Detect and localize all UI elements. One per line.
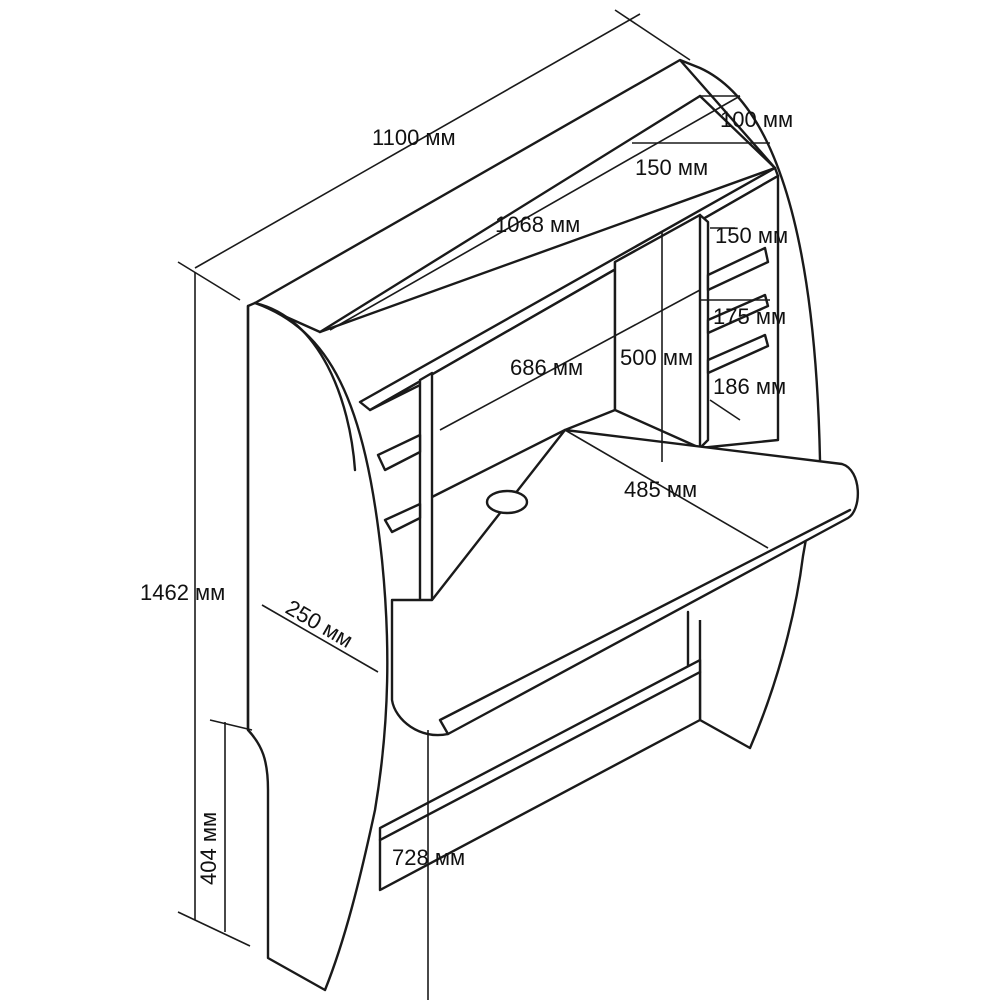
right-shelf-3	[706, 333, 770, 375]
label-base-height: 404 мм	[196, 812, 221, 885]
dimension-labels: 1100 мм 100 мм 150 мм 1068 мм 150 мм 175…	[140, 107, 793, 885]
label-upper-span: 686 мм	[510, 355, 583, 380]
left-cubby-shelf-2	[383, 502, 422, 534]
label-top-shelf-depth: 100 мм	[720, 107, 793, 132]
right-shelf-2	[706, 293, 770, 335]
left-cubby-shelf-1	[376, 433, 422, 472]
label-inner-width: 1068 мм	[495, 212, 580, 237]
right-shelf-1	[706, 246, 770, 292]
label-side-shelf-3: 186 мм	[713, 374, 786, 399]
lower-support-panel	[378, 658, 702, 892]
desk-structure	[246, 58, 860, 992]
label-overall-height: 1462 мм	[140, 580, 225, 605]
cable-hole	[485, 489, 529, 515]
dimension-lines	[177, 9, 770, 1000]
left-side-panel	[246, 301, 389, 992]
label-upper-height: 500 мм	[620, 345, 693, 370]
label-side-shelf-2: 175 мм	[713, 304, 786, 329]
label-side-shelf-1: 150 мм	[715, 223, 788, 248]
left-partition	[418, 371, 434, 604]
label-top-shelf-height: 150 мм	[635, 155, 708, 180]
label-desk-height: 728 мм	[392, 845, 465, 870]
label-overall-width: 1100 мм	[372, 125, 456, 150]
label-desk-depth: 485 мм	[624, 477, 697, 502]
